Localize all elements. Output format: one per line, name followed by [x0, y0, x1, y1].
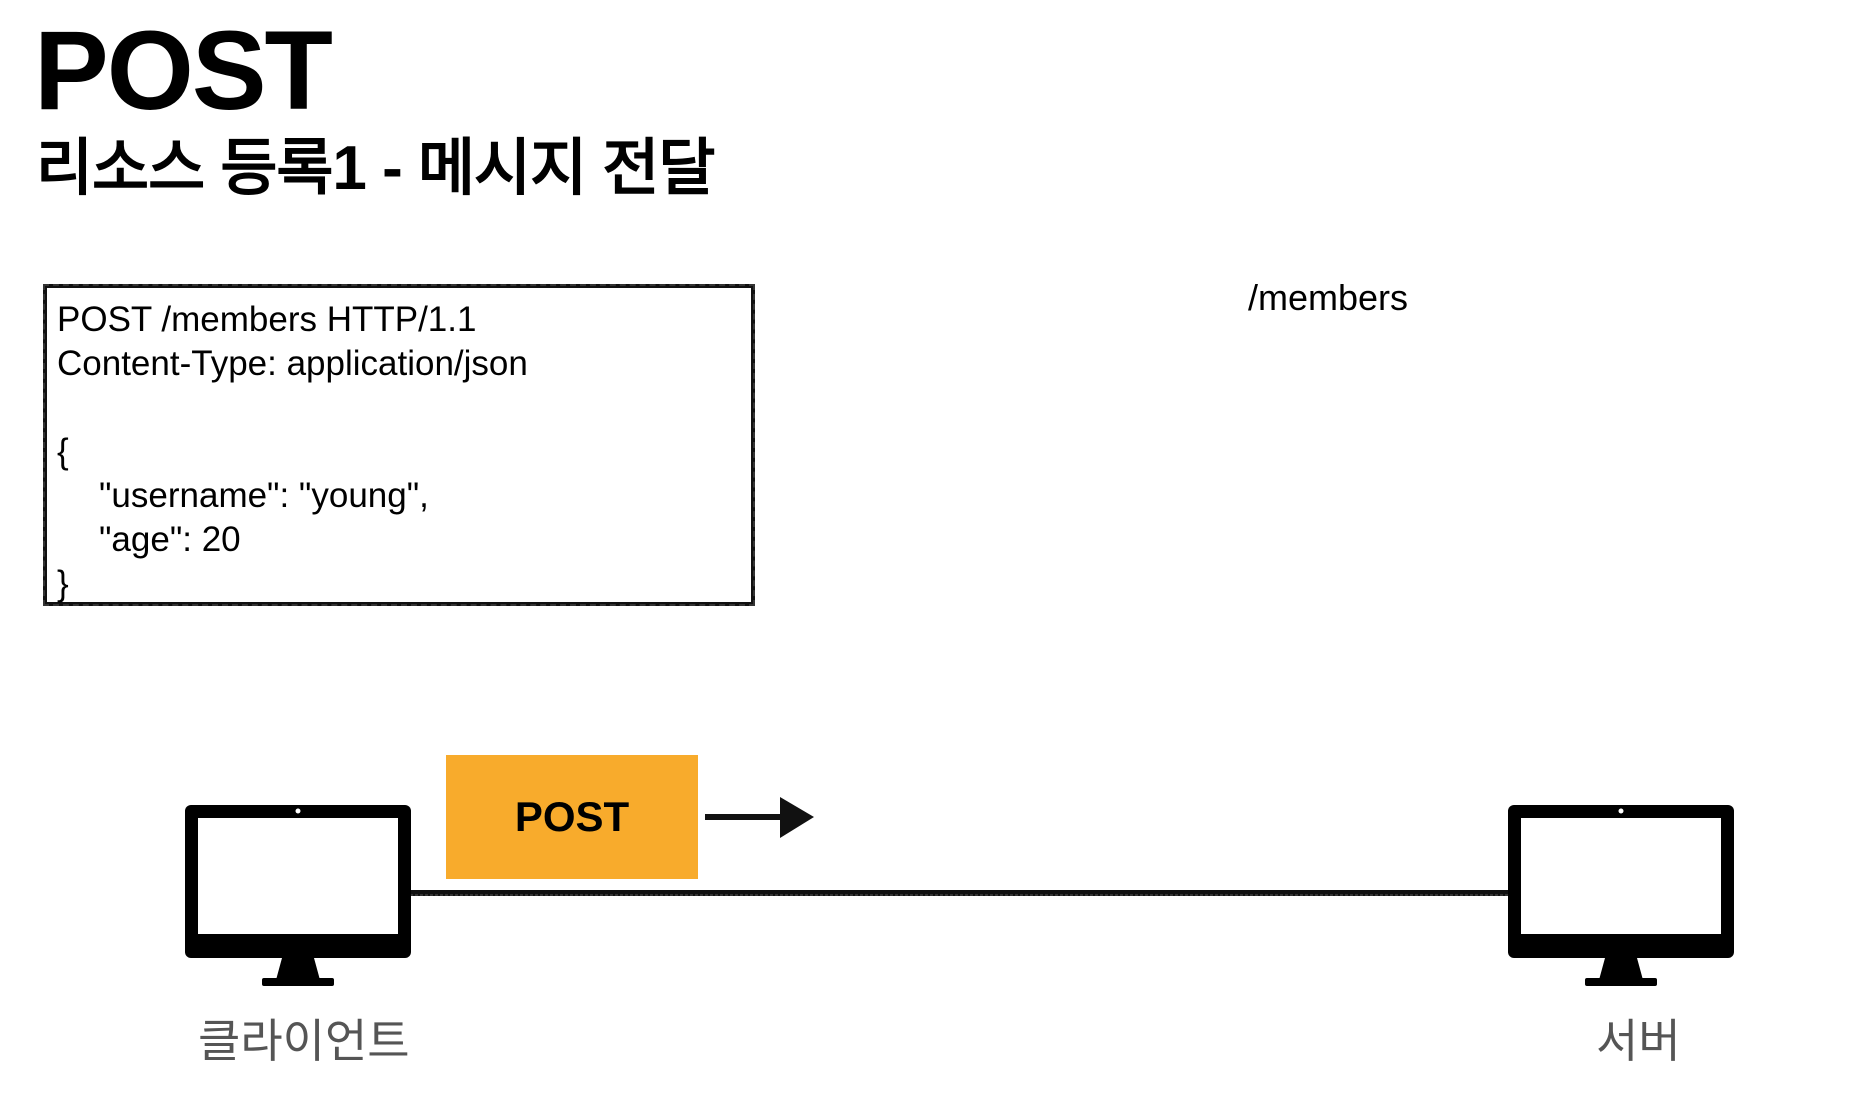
client-label: 클라이언트	[198, 1015, 410, 1067]
post-method-box: POST	[446, 755, 698, 879]
body-field-username: "username": "young",	[99, 476, 429, 515]
body-close-brace: }	[57, 564, 69, 603]
content-type-header: Content-Type: application/json	[57, 344, 528, 383]
request-line: POST /members HTTP/1.1	[57, 300, 477, 339]
http-request-message-box: POST /members HTTP/1.1 Content-Type: app…	[43, 284, 755, 606]
server-label: 서버	[1596, 1015, 1681, 1067]
server-monitor-icon	[1508, 805, 1734, 986]
body-open-brace: {	[57, 432, 69, 471]
slide-subtitle: 리소스 등록1 - 메시지 전달	[36, 134, 715, 203]
post-method-label: POST	[514, 793, 630, 840]
slide-title: POST	[34, 8, 333, 133]
server-path-label: /members	[1248, 277, 1409, 318]
arrow-right-icon	[705, 797, 814, 838]
body-field-age: "age": 20	[99, 520, 241, 559]
client-monitor-icon	[185, 805, 411, 986]
